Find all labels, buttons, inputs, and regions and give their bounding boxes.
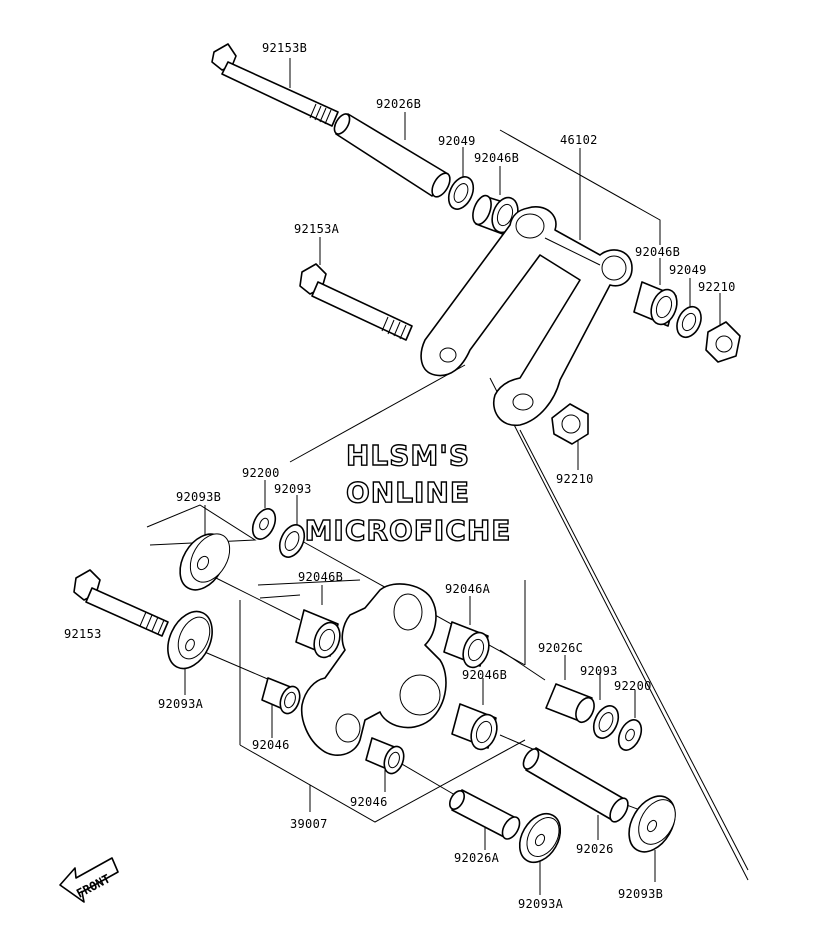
bearing-92046b-mid [295,609,341,659]
label-92153b: 92153B [262,41,307,55]
seal-92093-left [278,524,306,558]
bearing-92046a [443,621,490,669]
label-92093-left: 92093 [274,482,312,496]
bolt-92153a [299,263,413,341]
tie-rod-39007 [300,583,447,756]
label-92153: 92153 [64,627,102,641]
label-92093b-left: 92093B [176,490,221,504]
label-92049-top: 92049 [438,134,476,148]
label-92026: 92026 [576,842,614,856]
bolt-92153b [211,43,339,127]
collar-92026a [448,789,521,840]
nut-92210-right [705,321,741,363]
label-92046-left: 92046 [252,738,290,752]
watermark-line-3: MICROFICHE [305,514,512,547]
label-92093a-left: 92093A [158,697,204,711]
label-92200-left: 92200 [242,466,280,480]
bearing-92046-left [261,677,301,715]
nut-92210-mid [551,403,589,445]
bearing-92046b-top [472,194,519,237]
cap-92093a-left [167,610,213,670]
watermark: HLSM'S ONLINE MICROFICHE [304,438,512,547]
cap-92093b-bottom [628,795,676,853]
front-arrow-icon [59,857,119,903]
label-92093a-bottom: 92093A [518,897,564,911]
front-arrow: FRONT [59,857,119,903]
spacer-92026b [333,113,451,198]
label-46102: 46102 [560,133,598,147]
washer-92200-right [617,719,643,751]
washer-92200-left [251,508,277,540]
collar-92026c [545,683,595,724]
label-92093b-bottom: 92093B [618,887,663,901]
watermark-line-1: HLSM'S [346,439,470,472]
bearing-92046b-low [451,703,498,751]
label-39007: 39007 [290,817,328,831]
label-92026b: 92026B [376,97,421,111]
seal-92049-top [447,176,475,210]
label-92026a: 92026A [454,851,500,865]
part-drawings [73,43,741,864]
cap-92093b-left [179,533,231,591]
label-92046b-top: 92046B [474,151,519,165]
label-92210-right: 92210 [698,280,736,294]
label-92153a: 92153A [294,222,340,236]
label-92210-mid: 92210 [556,472,594,486]
bearing-92046b-right [633,281,678,327]
spacer-92026 [522,747,629,823]
watermark-line-2: ONLINE [346,476,470,509]
cap-92093a-bottom [518,812,562,864]
label-92026c: 92026C [538,641,583,655]
bearing-92046-low [365,737,405,775]
part-labels: 92153B 92026B 92049 92046B 46102 92153A … [64,41,736,911]
bolt-92153 [73,569,169,637]
label-92046a: 92046A [445,582,491,596]
label-92046b-right: 92046B [635,245,680,259]
label-92200-right: 92200 [614,679,652,693]
seal-92093-right [592,705,620,739]
label-92046-low: 92046 [350,795,388,809]
label-92093-right: 92093 [580,664,618,678]
label-92049-right: 92049 [669,263,707,277]
seal-92049-right [676,305,702,339]
label-92046b-low: 92046B [462,668,507,682]
rocker-arm-46102 [420,206,633,426]
label-92046b-mid: 92046B [298,570,343,584]
